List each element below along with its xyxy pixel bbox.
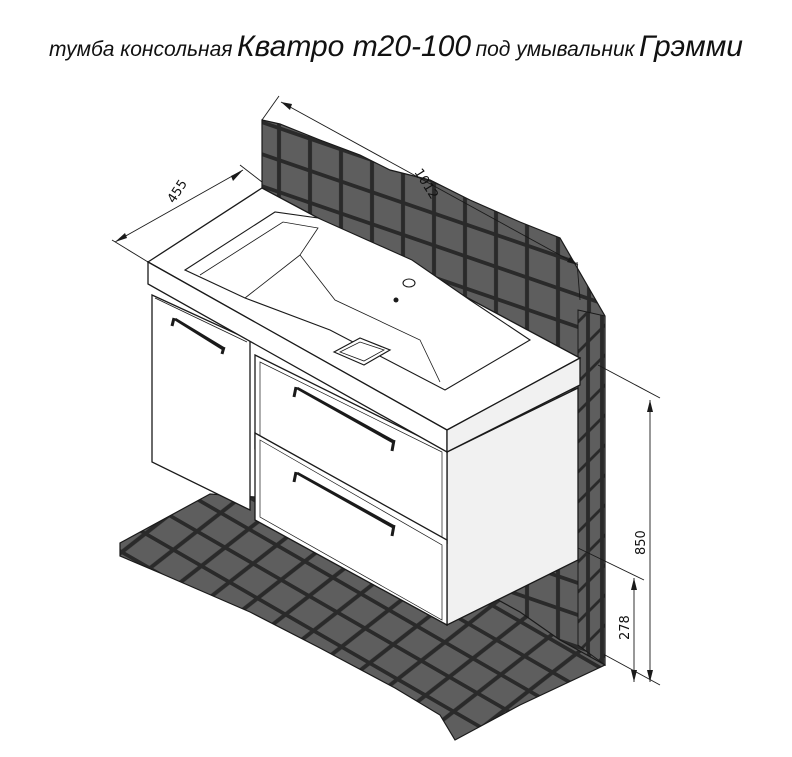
title-part-1: тумба консольная	[49, 38, 233, 61]
title-part-3: под умывальник	[475, 38, 635, 61]
dimension-height-label: 850	[634, 530, 649, 555]
page-title: тумба консольная Кватро т20-100 под умыв…	[0, 30, 792, 64]
handles	[170, 317, 396, 537]
drain-cover	[332, 337, 392, 366]
cabinet-door	[151, 293, 251, 512]
title-part-4: Грэмми	[639, 30, 743, 63]
dimension-clearance-label: 278	[618, 615, 633, 640]
lower-drawer-handle	[296, 472, 394, 528]
dimension-lines	[111, 95, 661, 686]
washbasin	[146, 187, 582, 454]
overflow-hole	[393, 297, 399, 303]
dimension-arrows	[115, 102, 653, 682]
upper-drawer-handle	[296, 387, 394, 443]
basin-bowl	[183, 211, 532, 391]
lower-drawer	[254, 431, 448, 627]
tap-hole	[402, 278, 416, 288]
door-handle	[174, 318, 224, 350]
title-part-2: Кватро т20-100	[236, 30, 472, 63]
cabinet-body	[151, 293, 579, 627]
